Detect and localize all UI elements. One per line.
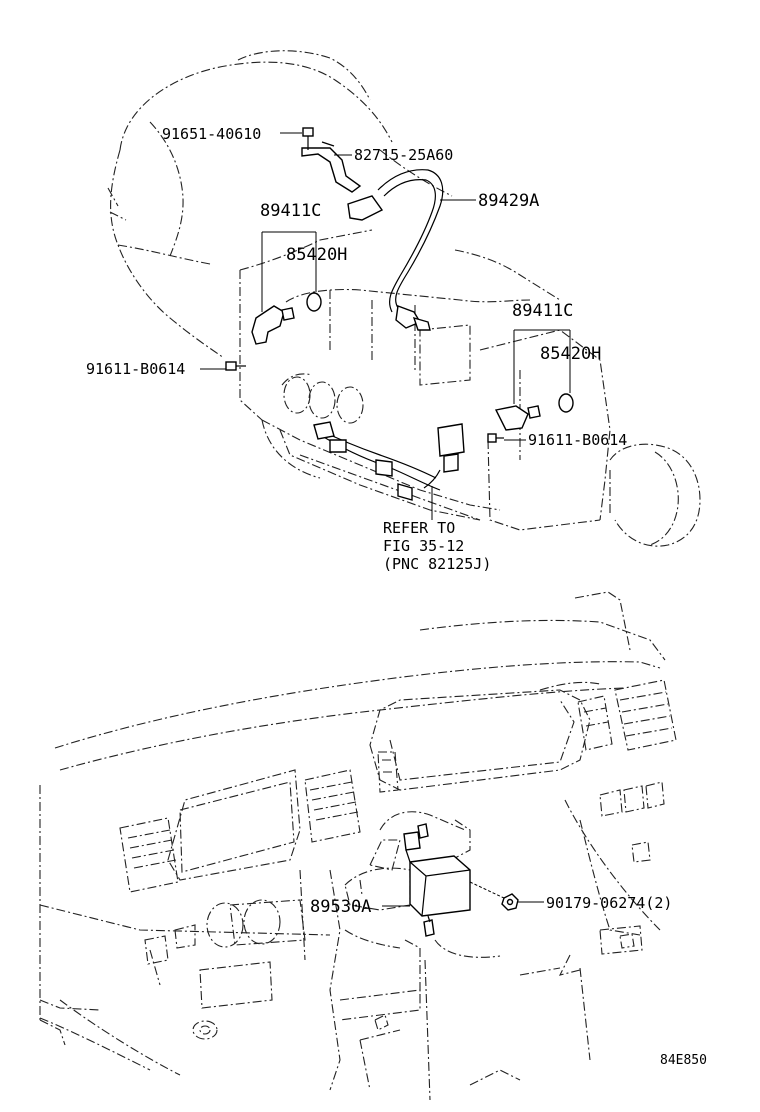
- nut-part: [501, 893, 519, 911]
- label-bolt-left: 91611-B0614: [86, 360, 185, 378]
- label-bracket: 82715-25A60: [354, 146, 453, 164]
- label-oring-left: 85420H: [286, 245, 347, 265]
- label-sensor-left: 89411C: [260, 201, 321, 221]
- transmission-illustration: [107, 50, 701, 547]
- dashboard-illustration: [39, 591, 677, 1101]
- label-sensor-right: 89411C: [512, 301, 573, 321]
- label-wire-harness: 89429A: [478, 191, 539, 211]
- figure-code: 84E850: [660, 1053, 707, 1068]
- label-computer: 89530A: [310, 897, 371, 917]
- bolt-top-part: [302, 127, 314, 150]
- refer-note-line1: REFER TO: [383, 519, 455, 537]
- lower-leader-lines: [382, 881, 544, 907]
- refer-note-line2: FIG 35-12: [383, 537, 464, 555]
- speed-sensor-right-part: [487, 393, 574, 443]
- label-oring-right: 85420H: [540, 344, 601, 364]
- computer-module-part: [403, 823, 471, 937]
- refer-note-line3: (PNC 82125J): [383, 555, 491, 573]
- upper-leader-lines: [200, 132, 571, 520]
- speed-sensor-left-part: [225, 292, 322, 371]
- upper-labels: 91651-40610 82715-25A60 89429A 89411C 85…: [86, 125, 627, 573]
- wire-harness-part: [347, 169, 444, 331]
- label-nut: 90179-06274(2): [546, 894, 672, 912]
- label-bolt-top: 91651-40610: [162, 125, 261, 143]
- bracket-part: [301, 141, 362, 193]
- label-bolt-right: 91611-B0614: [528, 431, 627, 449]
- lower-labels: 89530A 90179-06274(2): [310, 894, 672, 917]
